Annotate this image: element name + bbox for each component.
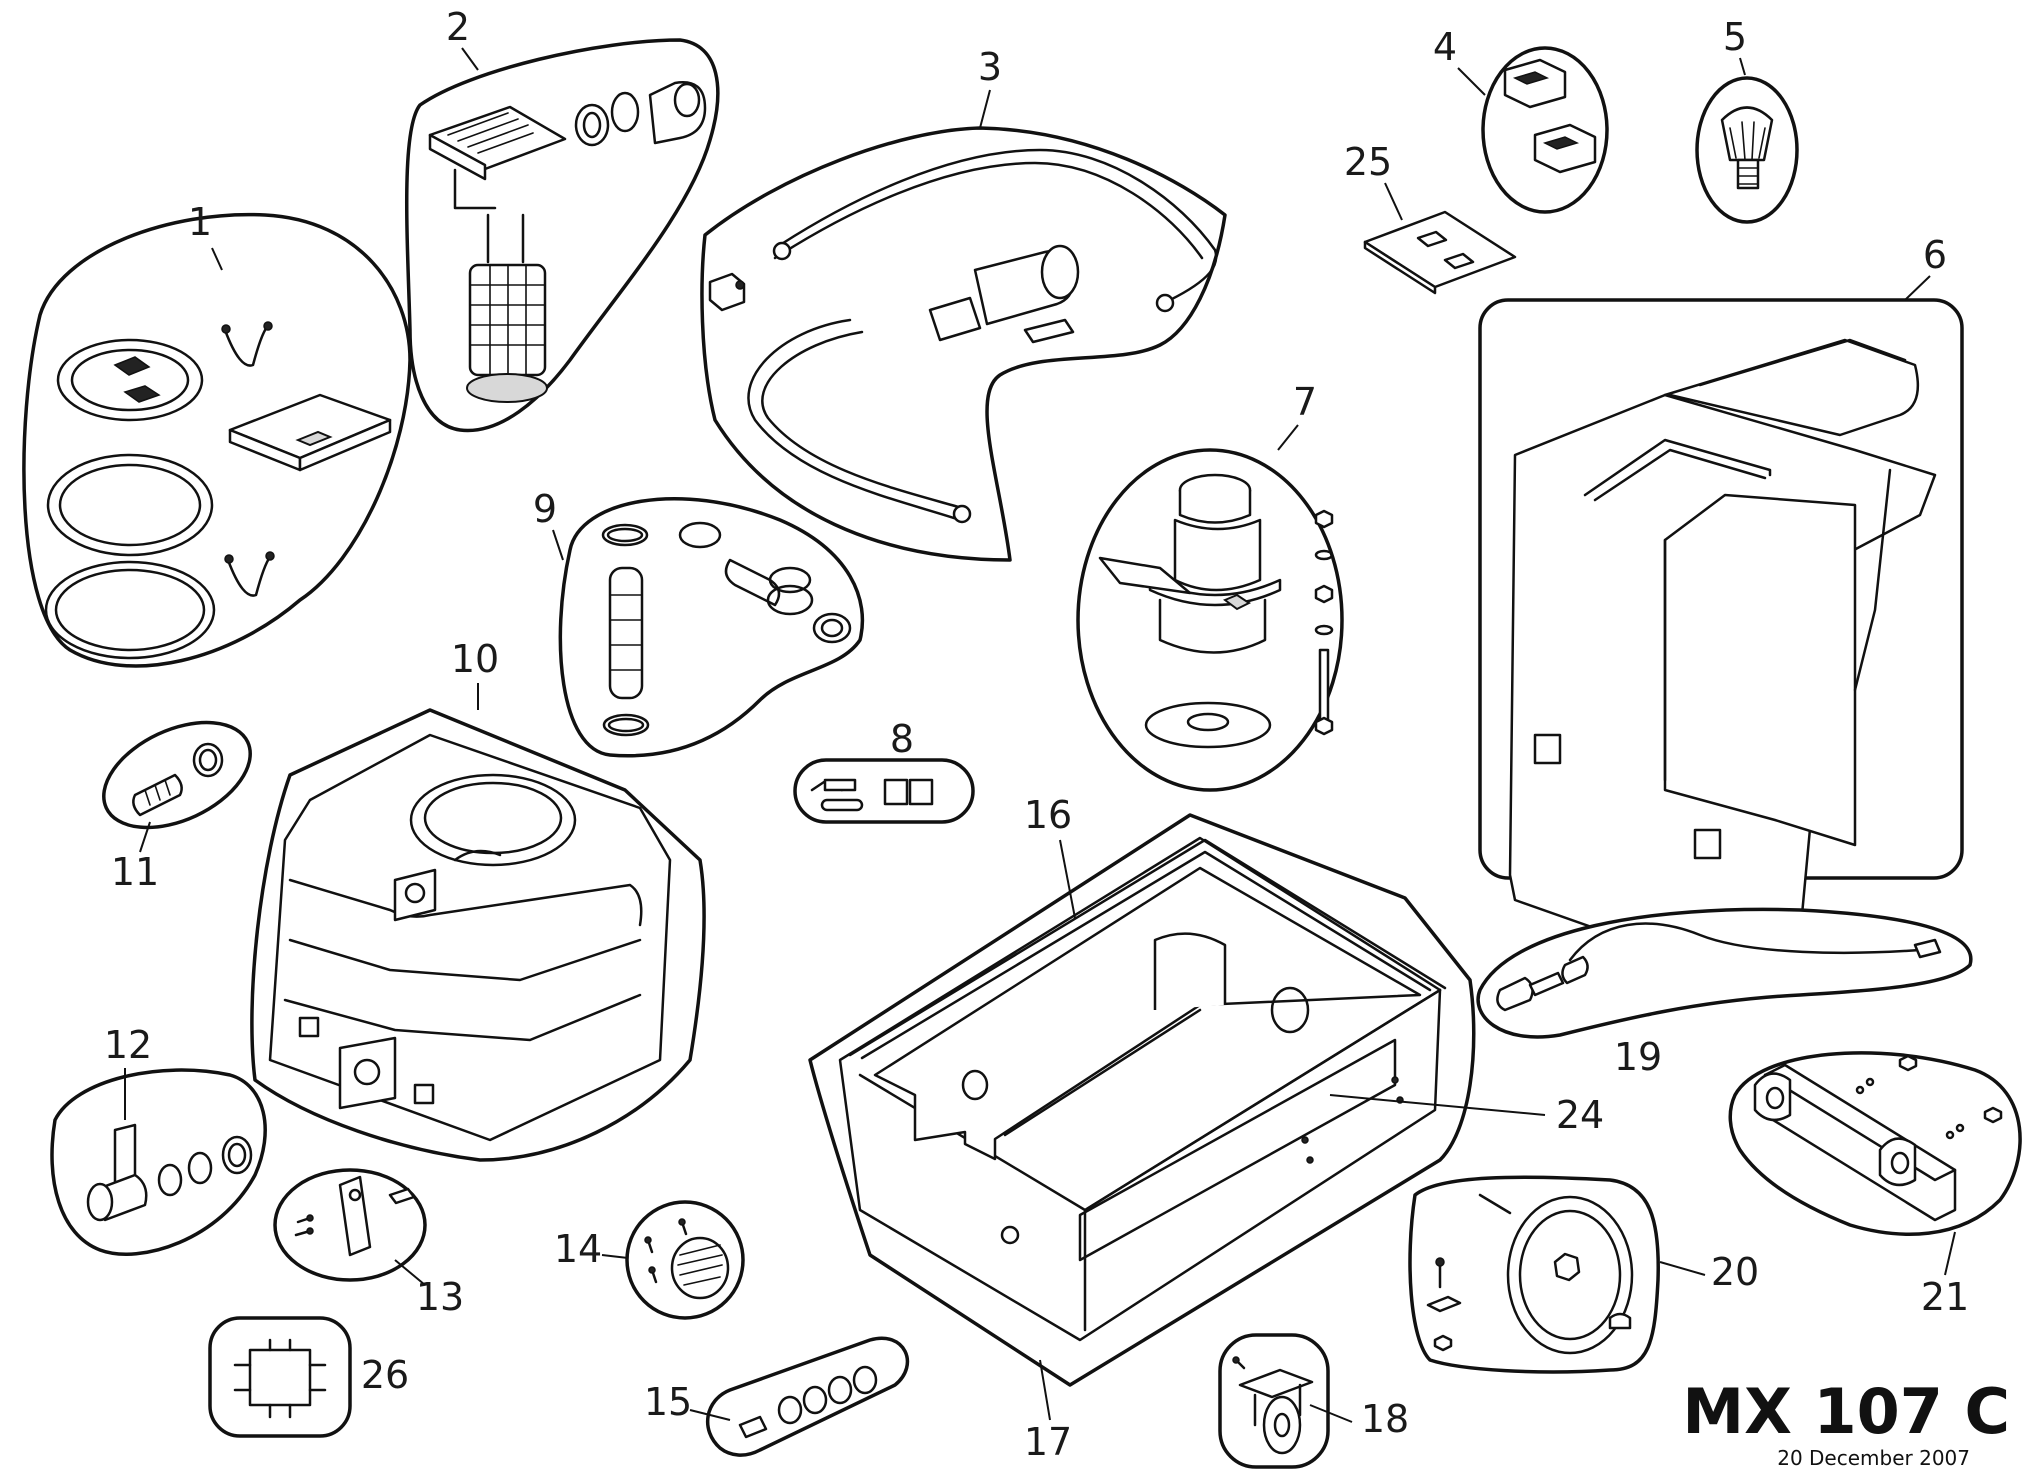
callout-16: 16 xyxy=(1024,793,1072,837)
callout-14: 14 xyxy=(554,1227,602,1271)
part-group-10: 10 xyxy=(250,637,706,1162)
part-group-21: 21 xyxy=(1728,1051,2022,1319)
callout-12: 12 xyxy=(104,1023,152,1067)
callout-24: 24 xyxy=(1556,1093,1604,1137)
callout-1: 1 xyxy=(188,200,212,244)
part-group-14: 14 xyxy=(554,1200,745,1320)
part-group-25: 25 xyxy=(1344,140,1517,295)
callout-4: 4 xyxy=(1433,25,1457,69)
part-group-15: 15 xyxy=(644,1336,910,1457)
title-block: MX 107 C 20 December 2007 xyxy=(1682,1375,2010,1470)
callout-17: 17 xyxy=(1024,1420,1072,1464)
part-group-7: 7 xyxy=(1076,380,1344,792)
part-group-16-17-base: 16 24 17 xyxy=(808,793,1604,1464)
part-group-6: 6 xyxy=(1478,233,1964,992)
part-group-9: 9 xyxy=(533,487,865,758)
callout-18: 18 xyxy=(1361,1397,1409,1441)
part-group-20: 20 xyxy=(1408,1175,1759,1374)
part-group-13: 13 xyxy=(273,1168,464,1319)
part-group-2: 2 xyxy=(405,5,720,433)
part-group-1: 1 xyxy=(22,200,412,668)
part-group-5: 5 xyxy=(1695,15,1799,224)
callout-2: 2 xyxy=(446,5,470,49)
part-group-26: 26 xyxy=(208,1316,409,1438)
part-group-4: 4 xyxy=(1433,25,1609,214)
callout-6: 6 xyxy=(1923,233,1947,277)
callout-8: 8 xyxy=(890,717,914,761)
callout-3: 3 xyxy=(978,45,1002,89)
part-group-19: 19 xyxy=(1476,907,1973,1079)
callout-19: 19 xyxy=(1614,1035,1662,1079)
part-group-8: 8 xyxy=(793,717,975,824)
callout-15: 15 xyxy=(644,1380,692,1424)
callout-9: 9 xyxy=(533,487,557,531)
callout-21: 21 xyxy=(1921,1275,1969,1319)
callout-11: 11 xyxy=(111,850,159,894)
callout-7: 7 xyxy=(1293,380,1317,424)
callout-5: 5 xyxy=(1723,15,1747,59)
part-group-3: 3 xyxy=(700,45,1227,562)
callout-20: 20 xyxy=(1711,1250,1759,1294)
part-group-18: 18 xyxy=(1218,1333,1409,1469)
model-name: MX 107 C xyxy=(1682,1375,2010,1448)
model-date: 20 December 2007 xyxy=(1777,1446,1970,1470)
callout-25: 25 xyxy=(1344,140,1392,184)
part-group-11: 11 xyxy=(102,720,252,894)
callout-10: 10 xyxy=(451,637,499,681)
callout-13: 13 xyxy=(416,1275,464,1319)
part-group-12: 12 xyxy=(50,1023,267,1256)
callout-26: 26 xyxy=(361,1353,409,1397)
